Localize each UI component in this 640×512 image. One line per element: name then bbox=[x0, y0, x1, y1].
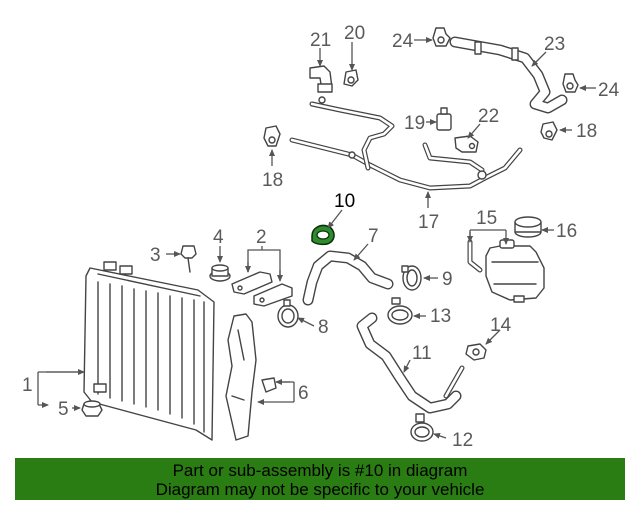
insulator-2-lower bbox=[253, 283, 293, 307]
callout-9: 9 bbox=[442, 269, 453, 290]
radiator bbox=[83, 261, 215, 441]
callout-2: 2 bbox=[256, 227, 267, 248]
grommet-4 bbox=[209, 264, 231, 282]
connector-22 bbox=[454, 135, 479, 153]
callout-24-right: 24 bbox=[598, 80, 620, 101]
callout-20: 20 bbox=[344, 23, 365, 44]
callout-1: 1 bbox=[22, 375, 33, 396]
upper-radiator-hose bbox=[302, 250, 394, 306]
callout-13: 13 bbox=[430, 306, 451, 327]
lower-radiator-hose bbox=[356, 312, 465, 414]
callout-16: 16 bbox=[556, 221, 577, 242]
callout-3: 3 bbox=[150, 245, 161, 266]
hose-clamp-8 bbox=[277, 299, 299, 328]
callout-22: 22 bbox=[478, 106, 499, 127]
valve-19 bbox=[436, 107, 452, 131]
hose-clamp-13 bbox=[387, 297, 413, 325]
part-10-seal bbox=[311, 224, 335, 246]
callout-12: 12 bbox=[452, 430, 473, 451]
insulator-2-upper bbox=[231, 271, 273, 295]
reservoir-cap bbox=[514, 216, 542, 238]
coolant-reservoir bbox=[467, 239, 545, 303]
callout-labels: 1 2 3 4 5 6 7 8 9 10 11 12 13 14 15 16 1… bbox=[22, 23, 620, 451]
upper-heater-hose bbox=[449, 36, 568, 114]
drain-plug-5 bbox=[81, 400, 103, 417]
banner-line-1: Part or sub-assembly is #10 in diagram bbox=[172, 461, 468, 480]
info-banner: Part or sub-assembly is #10 in diagram D… bbox=[15, 458, 625, 500]
hose-clamp-9 bbox=[401, 265, 422, 291]
callout-21: 21 bbox=[310, 30, 331, 51]
hose-clamp-24-top bbox=[432, 27, 451, 47]
hose-clamp-24-right bbox=[562, 73, 579, 93]
leader-lines bbox=[37, 37, 596, 439]
banner-line-2: Diagram may not be specific to your vehi… bbox=[155, 480, 485, 499]
coolant-pipe-assembly bbox=[289, 96, 523, 191]
clip-14 bbox=[465, 343, 487, 361]
callout-15: 15 bbox=[476, 208, 497, 229]
callout-18-left: 18 bbox=[262, 170, 283, 191]
callout-6: 6 bbox=[298, 383, 309, 404]
callout-18-right: 18 bbox=[576, 121, 597, 142]
hose-fitting-21 bbox=[309, 65, 333, 93]
hose-clamp-12 bbox=[410, 413, 434, 442]
callout-24-top: 24 bbox=[392, 31, 414, 52]
hose-clamp-20 bbox=[343, 69, 359, 87]
callout-7: 7 bbox=[368, 226, 379, 247]
callout-4: 4 bbox=[213, 227, 224, 248]
callout-17: 17 bbox=[418, 212, 439, 233]
bolt-3 bbox=[180, 245, 197, 273]
callout-5: 5 bbox=[58, 399, 69, 420]
callout-8: 8 bbox=[318, 317, 329, 338]
clip-18-right bbox=[540, 121, 558, 141]
callout-14: 14 bbox=[490, 315, 512, 336]
air-baffle-6 bbox=[225, 313, 277, 441]
callout-23: 23 bbox=[544, 34, 565, 55]
clip-18-left bbox=[263, 125, 281, 147]
callout-19: 19 bbox=[404, 113, 425, 134]
parts-diagram: 1 2 3 4 5 6 7 8 9 10 11 12 13 14 15 16 1… bbox=[22, 23, 620, 451]
callout-10: 10 bbox=[334, 191, 355, 212]
callout-11: 11 bbox=[412, 343, 432, 364]
